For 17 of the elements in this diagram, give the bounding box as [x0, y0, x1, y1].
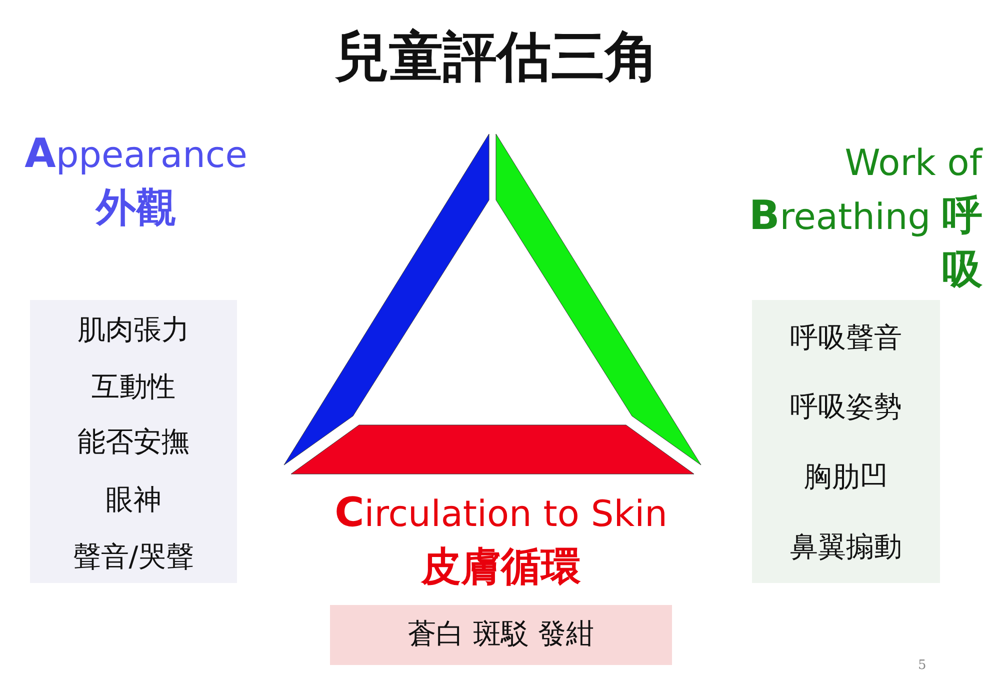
list-item: 肌肉張力	[76, 313, 190, 347]
title: 兒童評估三角	[334, 24, 660, 90]
heading-text: 皮膚循環	[420, 545, 582, 589]
list-item: 聲音/哭聲	[72, 540, 196, 574]
list-item: 能否安撫	[76, 425, 190, 459]
list-item: 鼻翼搧動	[789, 530, 903, 564]
list-item: 蒼白 斑駁 發紺	[407, 617, 595, 651]
list-item: 互動性	[90, 370, 176, 404]
heading-text: Work of Breathing 呼吸	[748, 142, 982, 295]
list-item: 呼吸姿勢	[789, 390, 903, 424]
list-item: 呼吸聲音	[789, 321, 903, 355]
list-item: 眼神	[104, 483, 162, 517]
heading-text: Circulation to Skin	[334, 491, 668, 537]
heading-text: 外觀	[94, 186, 177, 230]
list-item: 胸肋凹	[803, 460, 889, 494]
heading-text: Appearance	[24, 132, 248, 178]
page-number: 5	[918, 658, 926, 673]
